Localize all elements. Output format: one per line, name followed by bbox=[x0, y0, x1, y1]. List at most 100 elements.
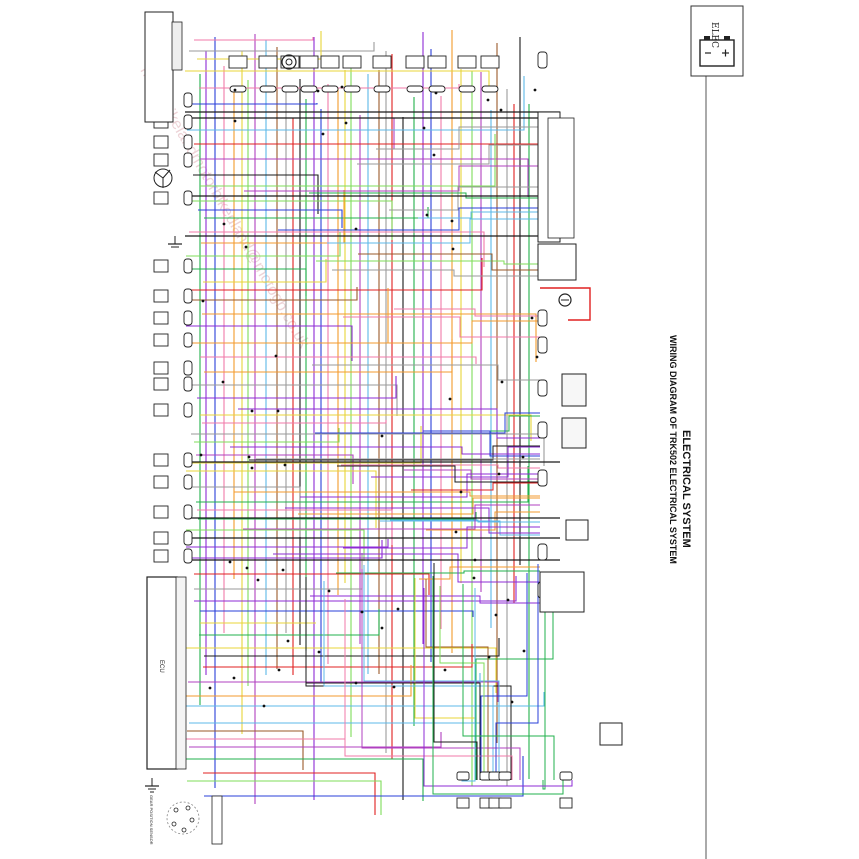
right-connector bbox=[537, 51, 548, 69]
wire bbox=[423, 430, 540, 457]
relay-box bbox=[537, 243, 577, 281]
wire-junction bbox=[276, 409, 280, 413]
wire bbox=[462, 584, 555, 780]
bottom-component-box bbox=[456, 797, 470, 809]
left-connector bbox=[183, 114, 193, 130]
bottom-connector bbox=[559, 771, 573, 781]
wire bbox=[202, 313, 537, 362]
left-connector bbox=[183, 504, 193, 520]
main-harness-connector bbox=[144, 11, 183, 123]
left-connector bbox=[183, 376, 193, 392]
wire bbox=[197, 376, 397, 399]
wire bbox=[187, 76, 525, 131]
wire bbox=[327, 218, 540, 244]
diagram-title: ELECTRICAL SYSTEM bbox=[680, 430, 692, 548]
wire-junction bbox=[392, 685, 396, 689]
wire-junction bbox=[500, 380, 504, 384]
wire bbox=[433, 563, 478, 780]
left-component-box bbox=[153, 505, 169, 519]
wire bbox=[358, 253, 540, 271]
wire-junction bbox=[530, 316, 534, 320]
wire bbox=[185, 426, 422, 464]
top-component-box bbox=[228, 55, 248, 69]
wire-junction bbox=[233, 119, 237, 123]
left-connector bbox=[183, 288, 193, 304]
left-connector bbox=[183, 310, 193, 326]
wire bbox=[357, 144, 540, 165]
wire-junction bbox=[454, 530, 458, 534]
wire bbox=[186, 758, 424, 801]
wire-junction bbox=[472, 576, 476, 580]
wire bbox=[341, 464, 540, 469]
wire bbox=[186, 539, 389, 548]
left-connector bbox=[183, 258, 193, 274]
wire-junction bbox=[286, 639, 290, 643]
wire-junction bbox=[360, 610, 364, 614]
wire bbox=[315, 412, 540, 434]
top-component-box bbox=[480, 55, 500, 69]
wire bbox=[318, 320, 540, 344]
wire-junction bbox=[506, 598, 510, 602]
top-connector bbox=[300, 85, 318, 93]
left-component-box bbox=[153, 531, 169, 545]
top-component-box bbox=[457, 55, 477, 69]
wire-junction bbox=[247, 455, 251, 459]
top-component-box bbox=[280, 55, 300, 69]
wire bbox=[363, 565, 500, 780]
wire-junction bbox=[344, 121, 348, 125]
right-connector bbox=[537, 379, 548, 397]
wire-junction bbox=[451, 247, 455, 251]
left-component-box bbox=[153, 153, 169, 167]
right-connector bbox=[537, 421, 548, 439]
wire bbox=[189, 732, 442, 748]
top-component-box bbox=[258, 55, 278, 69]
wire bbox=[197, 509, 393, 545]
wire bbox=[187, 780, 382, 815]
wire-junction bbox=[443, 668, 447, 672]
wire bbox=[475, 591, 554, 780]
left-connector bbox=[183, 360, 193, 376]
wire bbox=[439, 586, 485, 780]
wire bbox=[204, 339, 453, 373]
wire-junction bbox=[221, 380, 225, 384]
wire bbox=[187, 730, 304, 770]
wire-junction bbox=[487, 655, 491, 659]
wire bbox=[495, 564, 539, 780]
left-connector bbox=[183, 530, 193, 546]
left-connector bbox=[183, 92, 193, 108]
ground-symbol-left bbox=[168, 236, 182, 248]
fuse-box-2 bbox=[561, 417, 587, 449]
wire bbox=[389, 186, 540, 211]
wire-junction bbox=[473, 558, 477, 562]
wire-junction bbox=[510, 700, 514, 704]
left-connector bbox=[183, 134, 193, 150]
top-connector bbox=[259, 85, 277, 93]
wire bbox=[305, 577, 481, 780]
wire bbox=[312, 364, 540, 381]
wire-junction bbox=[354, 681, 358, 685]
left-connector bbox=[183, 548, 193, 564]
wire bbox=[186, 232, 341, 257]
top-connector bbox=[406, 85, 424, 93]
wire bbox=[361, 569, 521, 780]
wire-junction bbox=[380, 626, 384, 630]
diagram-subtitle: WIRING DIAGRAM OF TRK502 ELECTRICAL SYST… bbox=[668, 335, 678, 564]
left-component-box bbox=[153, 403, 169, 417]
wire-junction bbox=[486, 98, 490, 102]
left-component-box bbox=[153, 311, 169, 325]
component-group bbox=[153, 55, 573, 809]
wire-junction bbox=[321, 132, 325, 136]
ground-symbol-ecu bbox=[145, 778, 159, 793]
left-component-box bbox=[153, 549, 169, 563]
wire bbox=[344, 599, 513, 780]
top-component-box bbox=[405, 55, 425, 69]
wire bbox=[316, 260, 540, 265]
wire bbox=[187, 540, 383, 559]
wire bbox=[418, 211, 540, 219]
wire bbox=[186, 200, 393, 240]
left-component-box bbox=[153, 333, 169, 347]
right-connector bbox=[537, 309, 548, 327]
wire bbox=[200, 610, 474, 617]
instrument-cluster bbox=[537, 111, 575, 243]
